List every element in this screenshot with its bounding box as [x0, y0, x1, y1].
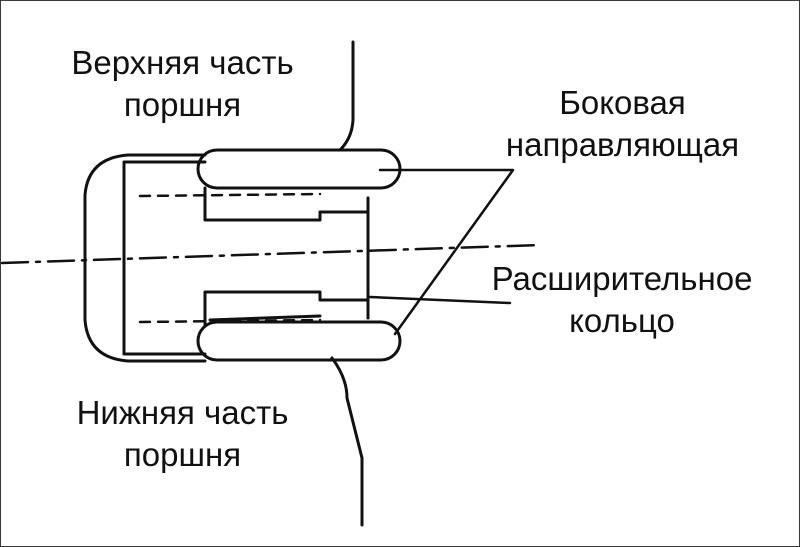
- label-upper-line2: поршня: [123, 86, 242, 123]
- label-side-guide: Боковая направляющая: [470, 82, 775, 166]
- upper-groove: [203, 186, 370, 222]
- label-lower-line1: Нижняя часть: [76, 394, 289, 431]
- label-lower-line2: поршня: [123, 436, 242, 473]
- label-upper-line1: Верхняя часть: [71, 44, 294, 81]
- label-expander-ring: Расширительное кольцо: [452, 258, 792, 342]
- lower-side-guide: [196, 320, 402, 362]
- label-upper-piston-part: Верхняя часть поршня: [30, 42, 335, 126]
- leader-side-guide-upper: [378, 168, 515, 336]
- label-expander-line1: Расширительное: [491, 260, 753, 297]
- cylinder-wall-upper: [338, 40, 355, 152]
- label-expander-line2: кольцо: [569, 302, 675, 339]
- center-axis-line: [0, 243, 542, 265]
- label-lower-piston-part: Нижняя часть поршня: [30, 392, 335, 476]
- piston-body-outline: [83, 153, 207, 363]
- lower-groove-inner: [208, 314, 322, 322]
- label-side-guide-line2: направляющая: [505, 126, 740, 163]
- piston-inner-face: [122, 160, 207, 356]
- upper-side-guide: [196, 148, 402, 190]
- upper-dashed-line: [138, 192, 322, 198]
- label-side-guide-line1: Боковая: [559, 84, 686, 121]
- leader-expander-ring: [368, 295, 512, 305]
- lower-dashed-line: [138, 318, 322, 324]
- cylinder-wall-lower: [330, 356, 364, 527]
